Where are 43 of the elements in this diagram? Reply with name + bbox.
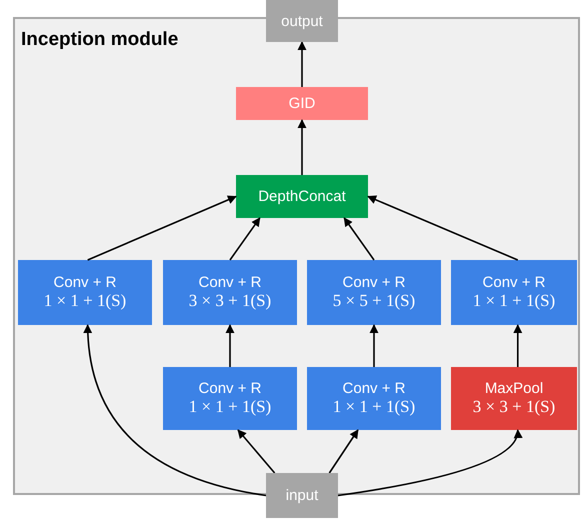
layer-label: input bbox=[286, 487, 318, 504]
layer-label: GID bbox=[288, 95, 316, 112]
layer-label: Conv + R bbox=[482, 274, 546, 291]
layer-label: Conv + R bbox=[198, 380, 262, 397]
module-title: Inception module bbox=[21, 29, 178, 51]
kernel-size-label: 1 × 1 + 1(S) bbox=[332, 397, 416, 417]
layer-box bbox=[451, 367, 577, 430]
kernel-size-label: 3 × 3 + 1(S) bbox=[188, 291, 272, 311]
arrow bbox=[298, 119, 306, 175]
output-box bbox=[266, 0, 338, 42]
layer-label: Conv + R bbox=[342, 380, 406, 397]
layer-box bbox=[236, 175, 368, 218]
arrow bbox=[338, 429, 522, 496]
layer-label: MaxPool bbox=[484, 380, 544, 397]
arrow bbox=[328, 429, 359, 474]
layer-box bbox=[307, 367, 441, 430]
arrow bbox=[298, 41, 306, 87]
arrow bbox=[87, 196, 237, 261]
kernel-size-label: 5 × 5 + 1(S) bbox=[332, 291, 416, 311]
kernel-size-label: 1 × 1 + 1(S) bbox=[188, 397, 272, 417]
input-box bbox=[266, 473, 338, 518]
kernel-size-label: 1 × 1 + 1(S) bbox=[472, 291, 556, 311]
arrow bbox=[513, 324, 522, 367]
arrow bbox=[370, 324, 378, 367]
layer-label: output bbox=[281, 12, 323, 30]
arrow bbox=[229, 217, 260, 260]
kernel-size-label: 1 × 1 + 1(S) bbox=[44, 291, 126, 311]
layer-label: DepthConcat bbox=[258, 188, 346, 205]
layer-box bbox=[307, 260, 441, 325]
arrow bbox=[237, 429, 276, 474]
layer-box bbox=[163, 367, 297, 430]
arrow bbox=[84, 324, 266, 496]
arrow bbox=[226, 324, 234, 367]
arrow bbox=[367, 196, 518, 261]
layer-label: Conv + R bbox=[198, 274, 262, 291]
layer-box bbox=[18, 260, 152, 325]
layer-box bbox=[451, 260, 577, 325]
layer-box bbox=[236, 87, 368, 120]
layer-box bbox=[163, 260, 297, 325]
arrow bbox=[344, 217, 375, 260]
layer-label: Conv + R bbox=[54, 274, 116, 291]
kernel-size-label: 3 × 3 + 1(S) bbox=[472, 397, 556, 417]
layer-label: Conv + R bbox=[342, 274, 406, 291]
